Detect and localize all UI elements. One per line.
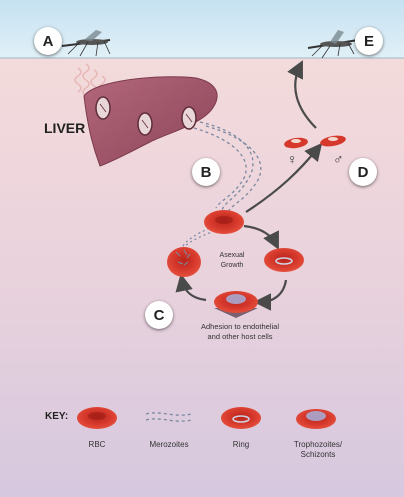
- rbc-trophozoite: [214, 291, 258, 318]
- key-trophozoites-line1: Trophozoites/: [293, 440, 343, 449]
- adhesion-label: Adhesion to endothelial and other host c…: [201, 322, 279, 342]
- stage-badge-b: B: [192, 158, 220, 186]
- asexual-growth-line1: Asexual: [219, 252, 245, 259]
- liver-label: LIVER: [44, 120, 86, 136]
- mosquito-icon: [307, 30, 359, 59]
- key-rbc-icon: [77, 407, 117, 429]
- stage-badge-c: C: [145, 301, 173, 329]
- female-symbol: ♀: [287, 151, 298, 167]
- key-ring-icon: [221, 407, 261, 429]
- asexual-growth-label: Asexual Growth: [220, 251, 245, 271]
- key-ring-label: Ring: [232, 440, 250, 449]
- key-trophozoite-icon: [296, 409, 336, 429]
- key-title: KEY:: [45, 411, 69, 422]
- mosquito-icon: [61, 30, 111, 57]
- gametocyte-female: [284, 137, 308, 149]
- stage-badge-d: D: [349, 158, 377, 186]
- key-trophozoites-label: Trophozoites/ Schizonts: [294, 440, 342, 460]
- sky-band: [0, 0, 404, 58]
- asexual-growth-line2: Growth: [220, 262, 244, 269]
- key-merozoites-label: Merozoites: [149, 440, 189, 449]
- stage-badge-a: A: [34, 27, 62, 55]
- adhesion-line1: Adhesion to endothelial: [201, 322, 279, 331]
- rbc-top: [204, 210, 244, 234]
- gametocyte-male: [320, 135, 346, 147]
- stage-badge-e: E: [355, 27, 383, 55]
- merozoite-release: [175, 227, 213, 257]
- rbc-schizont: [167, 247, 201, 277]
- merozoite-stream: [193, 121, 262, 213]
- key-trophozoites-line2: Schizonts: [300, 450, 336, 459]
- liver: [83, 76, 218, 167]
- rbc-ring: [264, 248, 304, 272]
- male-symbol: ♂: [333, 151, 344, 167]
- cycle-arrows: [175, 60, 323, 311]
- key-rbc-label: RBC: [88, 440, 106, 449]
- adhesion-line2: and other host cells: [207, 332, 273, 341]
